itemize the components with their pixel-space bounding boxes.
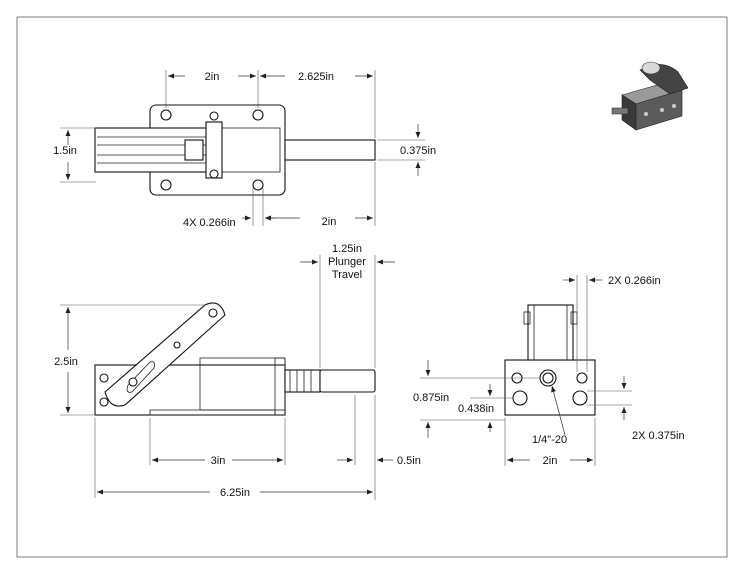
dim-top-width-left: 2in — [205, 71, 220, 83]
dim-side-base: 3in — [211, 455, 226, 467]
sheet-border — [16, 16, 728, 558]
dim-end-a: 0.875in — [413, 392, 449, 404]
dim-side-travel-3: Travel — [332, 269, 362, 281]
dim-side-overall: 6.25in — [220, 487, 250, 499]
end-view-body — [504, 359, 596, 416]
side-view-handle-slot — [126, 361, 155, 393]
top-view-pivot-pin — [184, 139, 204, 161]
pivot-icon — [128, 377, 138, 387]
side-view: 1.25in Plunger Travel 2.5in 3in 0.5in 6.… — [54, 243, 421, 500]
dim-end-holes2: 2X 0.375in — [632, 430, 685, 442]
side-view-plunger — [319, 369, 376, 393]
end-hole-large-icon — [512, 390, 528, 406]
dim-end-thread: 1/4"-20 — [532, 434, 567, 446]
mount-hole-icon — [252, 179, 264, 191]
dim-end-width: 2in — [543, 455, 558, 467]
mount-hole-icon — [209, 169, 219, 179]
end-view: 2X 0.266in 0.875in 0.438in 1/4"-20 2X 0.… — [413, 275, 685, 467]
dim-top-height: 1.5in — [53, 145, 77, 157]
mount-hole-icon — [209, 111, 219, 121]
dim-end-holes: 2X 0.266in — [608, 275, 661, 287]
pivot-icon — [173, 341, 181, 349]
pivot-icon — [208, 308, 218, 318]
dim-side-tip: 0.5in — [397, 455, 421, 467]
isometric-render — [611, 61, 689, 131]
dim-side-travel-2: Plunger — [328, 256, 366, 268]
thread-hole-inner-icon — [542, 372, 554, 384]
dim-top-plunger: 0.375in — [400, 145, 436, 157]
pivot-icon — [99, 397, 109, 407]
dim-top-holes: 4X 0.266in — [183, 217, 236, 229]
end-hole-large-icon — [572, 390, 588, 406]
dim-side-height: 2.5in — [54, 356, 78, 368]
mount-hole-icon — [160, 109, 172, 121]
dim-top-hole-to-end: 2in — [322, 216, 337, 228]
dim-top-width-right: 2.625in — [298, 71, 334, 83]
mount-hole-icon — [160, 179, 172, 191]
top-view: 2in 2.625in 1.5in 0.375in 4X 0.266in 2in — [53, 70, 436, 229]
dim-end-b: 0.438in — [458, 403, 494, 415]
top-view-plunger — [284, 139, 376, 161]
dim-side-travel-1: 1.25in — [332, 243, 362, 255]
pivot-icon — [99, 373, 109, 383]
mount-hole-icon — [252, 109, 264, 121]
end-hole-icon — [576, 372, 588, 384]
end-view-handle — [527, 304, 574, 361]
